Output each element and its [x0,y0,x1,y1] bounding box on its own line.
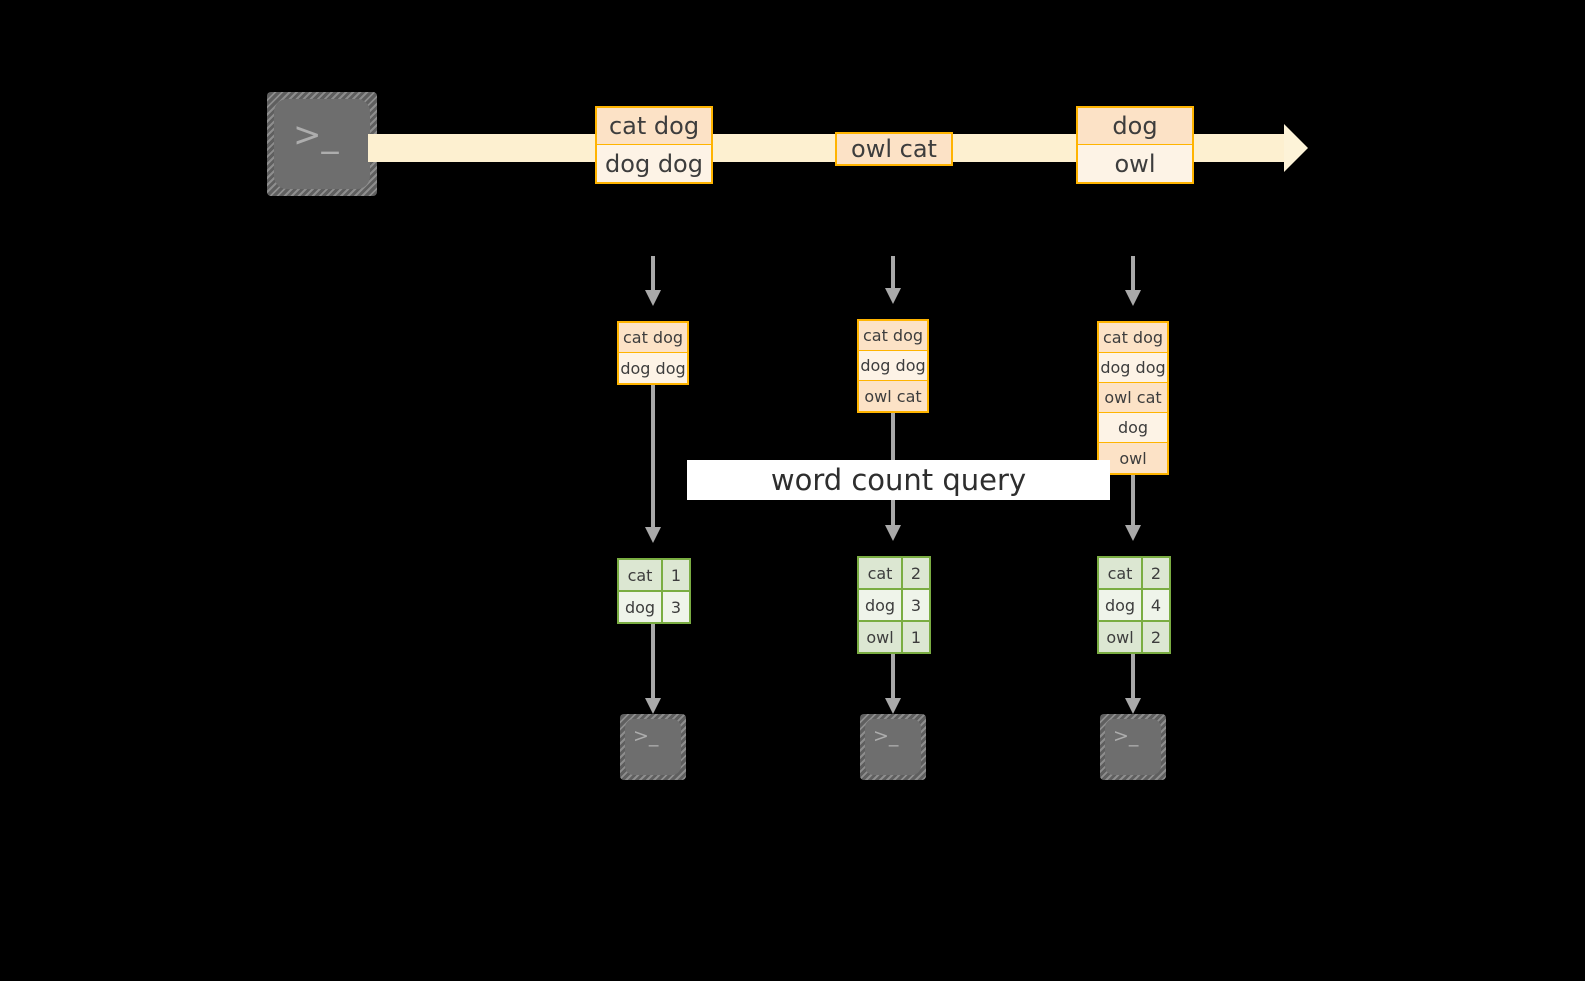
stream-batch-1: cat dog dog dog [595,106,713,184]
snapshot-1-records: cat dog dog dog [617,321,689,385]
result-3-to-sink-connector [1131,648,1135,700]
record-cell: cat dog [597,108,711,145]
result-count: 2 [1143,558,1169,588]
result-table-1: cat 1 dog 3 [617,558,691,624]
result-row: dog 3 [619,592,689,622]
result-count: 3 [903,590,929,620]
result-count: 2 [1143,622,1169,652]
connector-arrowhead [1125,698,1141,714]
source-terminal-icon: >_ [267,92,377,196]
record-cell: owl cat [1099,383,1167,413]
sink-terminal-icon-3: >_ [1100,714,1166,780]
snapshot-1-to-result-connector [651,381,655,529]
result-row: dog 3 [859,590,929,622]
result-row: owl 2 [1099,622,1169,652]
result-word: dog [859,590,903,620]
result-table-2: cat 2 dog 3 owl 1 [857,556,931,654]
result-count: 2 [903,558,929,588]
record-cell: dog dog [597,145,711,182]
result-count: 3 [663,592,689,622]
query-label-band: word count query [687,460,1110,500]
result-1-to-sink-connector [651,620,655,700]
record-cell: owl [1078,145,1192,182]
result-word: dog [1099,590,1143,620]
result-row: cat 2 [859,558,929,590]
terminal-body [274,99,370,189]
snapshot-3-to-result-connector [1131,471,1135,529]
record-cell: cat dog [1099,323,1167,353]
record-cell: cat dog [619,323,687,353]
stream-to-snapshot-connector [1131,256,1135,290]
result-count: 1 [663,560,689,590]
result-table-3: cat 2 dog 4 owl 2 [1097,556,1171,654]
record-cell: dog [1078,108,1192,145]
result-word: owl [1099,622,1143,652]
record-cell: cat dog [859,321,927,351]
terminal-prompt-glyph: >_ [633,725,659,747]
connector-arrowhead [645,290,661,306]
connector-arrowhead [645,527,661,543]
record-cell: owl cat [859,381,927,411]
result-word: cat [619,560,663,590]
connector-arrowhead [645,698,661,714]
query-label-text: word count query [770,463,1027,497]
result-word: dog [619,592,663,622]
record-cell: owl cat [837,134,951,164]
stream-arrowhead [1284,124,1308,172]
connector-arrowhead [1125,525,1141,541]
result-count: 1 [903,622,929,652]
stream-to-snapshot-connector [891,256,895,290]
result-row: cat 2 [1099,558,1169,590]
result-row: owl 1 [859,622,929,652]
record-cell: dog [1099,413,1167,443]
connector-arrowhead [885,525,901,541]
result-row: cat 1 [619,560,689,592]
result-row: dog 4 [1099,590,1169,622]
result-word: cat [859,558,903,588]
result-word: cat [1099,558,1143,588]
stream-to-snapshot-connector [651,256,655,290]
terminal-prompt-glyph: >_ [293,115,339,155]
snapshot-3-records: cat dog dog dog owl cat dog owl [1097,321,1169,475]
terminal-body [865,719,921,775]
snapshot-2-records: cat dog dog dog owl cat [857,319,929,413]
result-count: 4 [1143,590,1169,620]
stream-batch-2: owl cat [835,132,953,166]
terminal-body [625,719,681,775]
result-word: owl [859,622,903,652]
record-cell: dog dog [859,351,927,381]
record-cell: dog dog [1099,353,1167,383]
sink-terminal-icon-2: >_ [860,714,926,780]
terminal-prompt-glyph: >_ [873,725,899,747]
connector-arrowhead [885,698,901,714]
connector-arrowhead [1125,290,1141,306]
record-cell: dog dog [619,353,687,383]
sink-terminal-icon-1: >_ [620,714,686,780]
stream-batch-3: dog owl [1076,106,1194,184]
terminal-body [1105,719,1161,775]
record-cell: owl [1099,443,1167,473]
result-2-to-sink-connector [891,648,895,700]
connector-arrowhead [885,288,901,304]
terminal-prompt-glyph: >_ [1113,725,1139,747]
